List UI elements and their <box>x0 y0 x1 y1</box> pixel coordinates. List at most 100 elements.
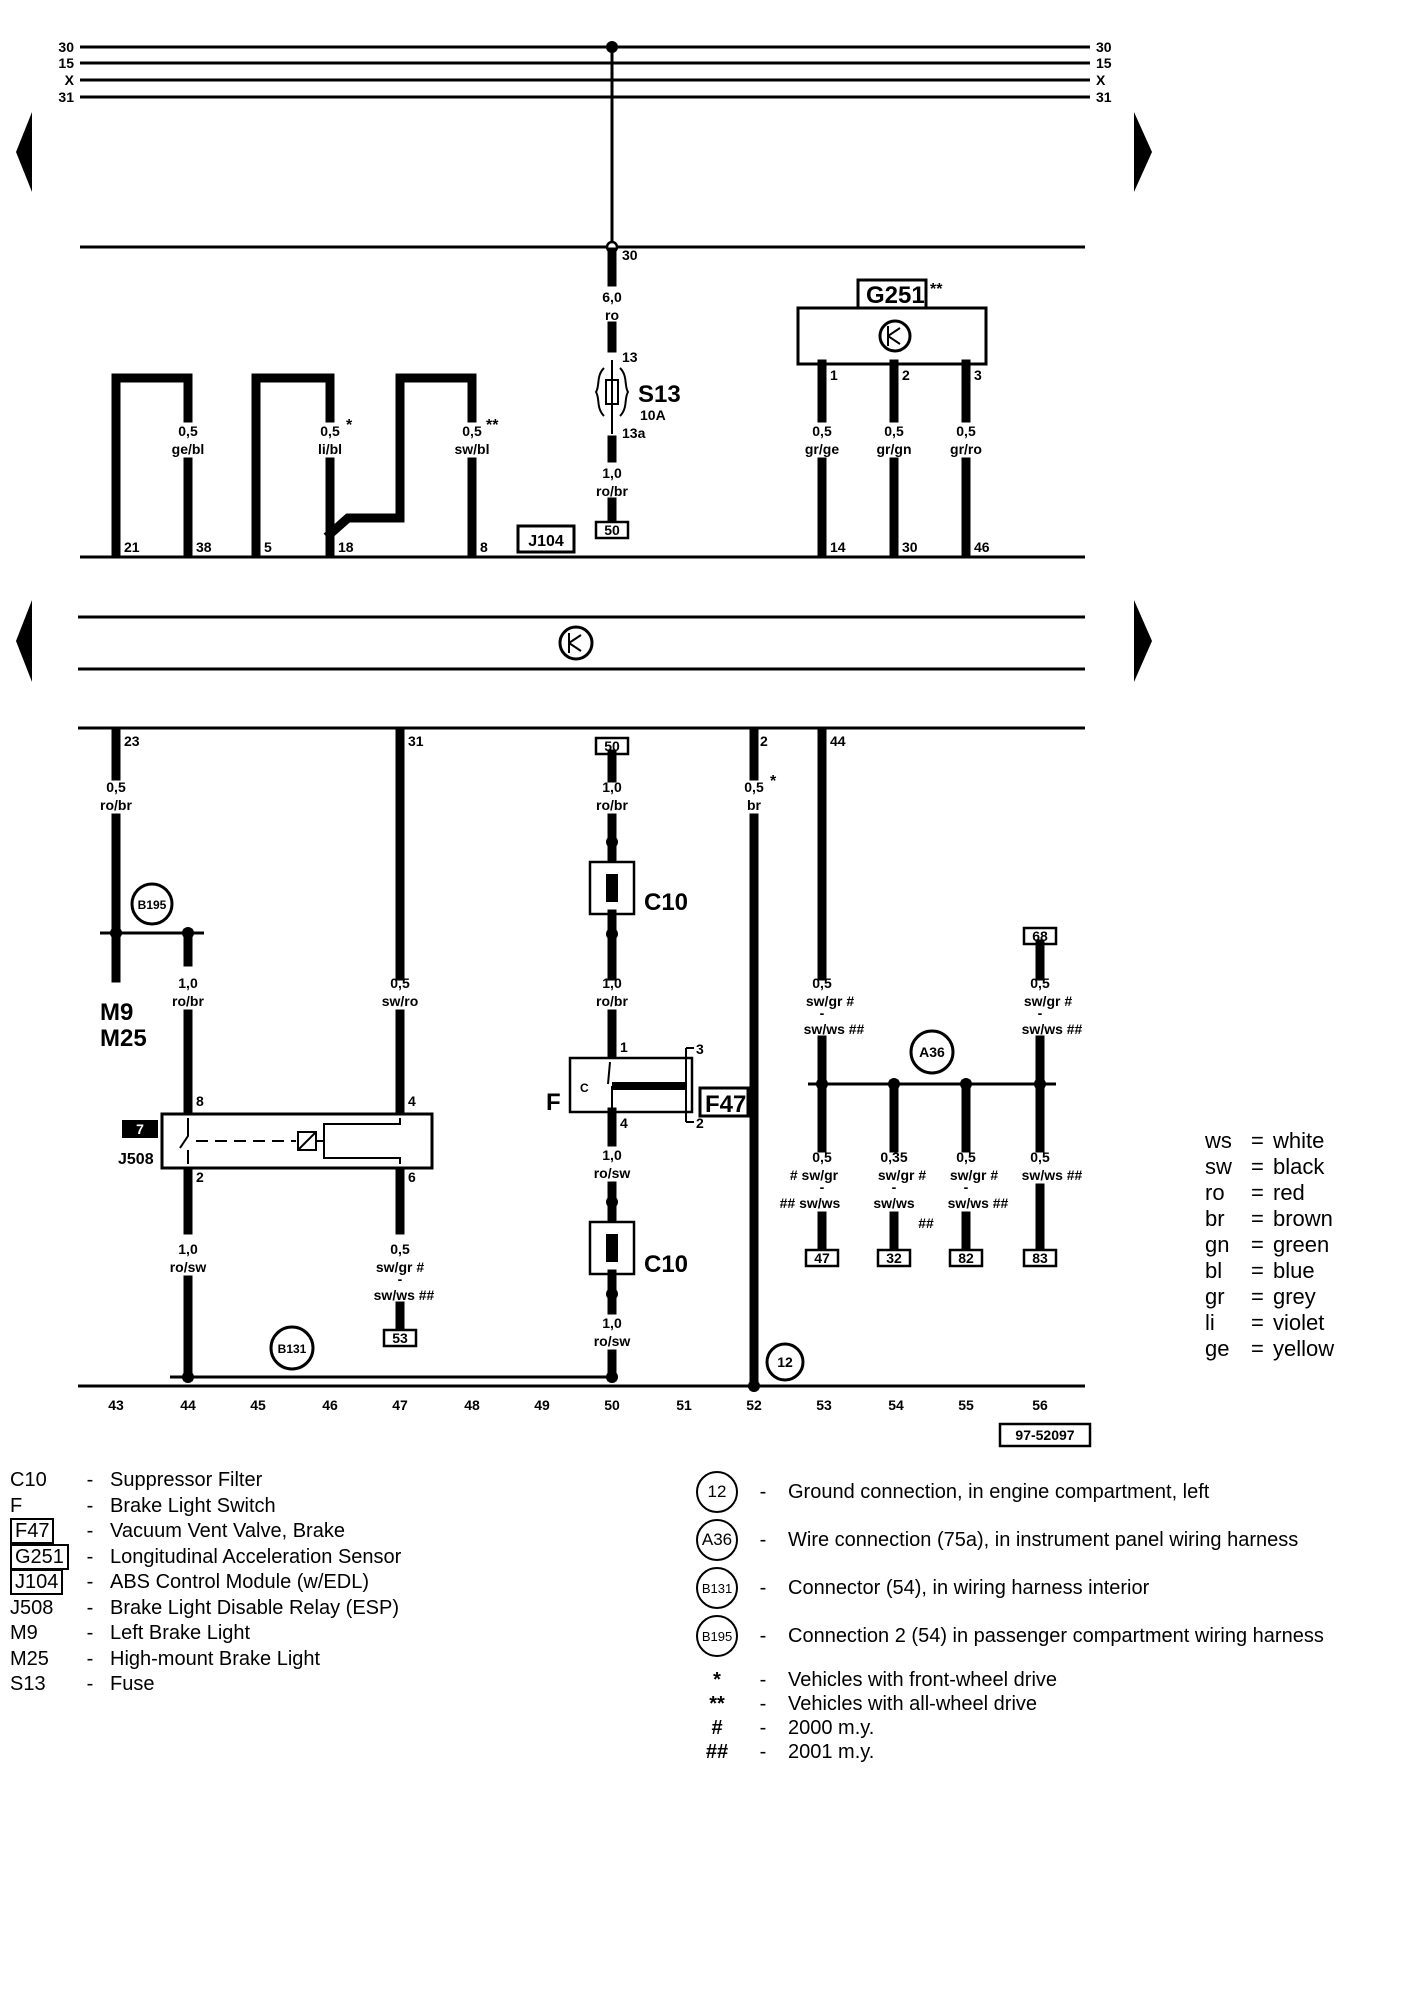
wire-size: 1,0 <box>602 779 622 795</box>
relay-wire <box>316 1140 401 1164</box>
color-row: br=brown <box>1205 1206 1334 1232</box>
arrow-left-icon <box>16 600 32 682</box>
wire-color: sw/ws ## <box>804 1021 865 1037</box>
color-row: bl=blue <box>1205 1258 1334 1284</box>
terminal-label: 82 <box>958 1250 974 1266</box>
terminal-82 <box>948 1248 984 1268</box>
legend-row: B195-Connection 2 (54) in passenger comp… <box>696 1612 1396 1660</box>
wire-color: ro/br <box>172 993 204 1009</box>
transistor-symbol <box>568 633 582 653</box>
pin-label: 13 <box>622 349 638 365</box>
wire-size: 0,5 <box>462 423 482 439</box>
legend-dash: - <box>759 1576 767 1599</box>
note-symbol: * <box>713 1668 721 1691</box>
ground-connection-12 <box>765 1342 805 1382</box>
legend-dash: - <box>86 1622 94 1645</box>
equals-sign: = <box>1251 1284 1264 1309</box>
j508-tag-label: 7 <box>136 1121 144 1137</box>
pin-label: 31 <box>408 733 424 749</box>
wire-color: ro/sw <box>594 1165 631 1181</box>
wire-color: ro/br <box>596 993 628 1009</box>
color-code: ro <box>1205 1180 1225 1205</box>
color-code: sw <box>1205 1154 1232 1179</box>
legend-row: M9-Left Brake Light <box>10 1621 650 1647</box>
legend-row: M25-High-mount Brake Light <box>10 1647 650 1673</box>
legend-desc: Suppressor Filter <box>110 1469 263 1492</box>
color-name: violet <box>1273 1310 1325 1335</box>
component-label-m25: M25 <box>100 1025 147 1052</box>
wire-color: ro/br <box>596 797 628 813</box>
color-code: br <box>1205 1206 1225 1231</box>
legend-dash: - <box>759 1528 767 1551</box>
wire-color: sw/gr # <box>806 993 854 1009</box>
wire-loop-21-38 <box>111 373 193 557</box>
component-label-s13: S13 <box>638 381 681 408</box>
wire-size: 0,5 <box>390 975 410 991</box>
color-row: sw=black <box>1205 1154 1334 1180</box>
wire-size: 0,5 <box>106 779 126 795</box>
color-name: brown <box>1273 1206 1333 1231</box>
pin-label: 30 <box>622 247 638 263</box>
legend-desc: Fuse <box>110 1673 155 1696</box>
component-label-j508: J508 <box>118 1151 154 1168</box>
bus-label-left-x: X <box>65 72 75 88</box>
legend-code: C10 <box>10 1469 47 1492</box>
note-symbol: ** <box>709 1692 725 1715</box>
color-code: gn <box>1205 1232 1230 1257</box>
pin-label: 46 <box>974 539 990 555</box>
legend-desc: Connector (54), in wiring harness interi… <box>788 1576 1150 1599</box>
position-number: 47 <box>392 1397 408 1413</box>
wire-color: sw/gr # <box>878 1167 926 1183</box>
legend-desc: High-mount Brake Light <box>110 1647 321 1670</box>
legend-desc: Longitudinal Acceleration Sensor <box>110 1545 402 1568</box>
legend-row: J508-Brake Light Disable Relay (ESP) <box>10 1596 650 1622</box>
legend-row: #-2000 m.y. <box>696 1716 1396 1740</box>
wire-color: ## sw/ws <box>780 1195 841 1211</box>
j508-tag <box>122 1120 158 1138</box>
pin-label: 44 <box>830 733 846 749</box>
pin-label: 3 <box>974 367 982 383</box>
pin-label: 1 <box>830 367 838 383</box>
wire-size: 0,5 <box>812 1149 832 1165</box>
bus-label-right-15: 15 <box>1096 55 1112 71</box>
legend-dash: - <box>759 1480 767 1503</box>
position-number: 49 <box>534 1397 550 1413</box>
legend-row: J104-ABS Control Module (w/EDL) <box>10 1569 650 1596</box>
component-note: ** <box>930 281 943 298</box>
fuse-bracket <box>619 367 630 417</box>
equals-sign: = <box>1251 1128 1264 1153</box>
wire-size: 0,5 <box>956 1149 976 1165</box>
legend-row: F-Brake Light Switch <box>10 1494 650 1520</box>
component-label-m9: M9 <box>100 999 133 1026</box>
legend-code: J104 <box>10 1569 70 1596</box>
component-label-f: F <box>546 1089 561 1116</box>
relay-contact <box>179 1118 189 1164</box>
arrow-right-icon <box>1134 112 1152 192</box>
wire-dash: - <box>892 1179 897 1195</box>
legend-code: M25 <box>10 1647 49 1670</box>
equals-sign: = <box>1251 1258 1264 1283</box>
bus-lines: 30 15 X 31 30 15 X 31 <box>58 39 1111 105</box>
pin-label: 3 <box>696 1041 704 1057</box>
pin-label: 8 <box>480 539 488 555</box>
wire-size: 0,5 <box>1030 975 1050 991</box>
switch-plunger <box>612 1082 686 1090</box>
position-number: 52 <box>746 1397 762 1413</box>
wire-color: ro/sw <box>170 1259 207 1275</box>
wire-color: ro/br <box>100 797 132 813</box>
legend-desc: ABS Control Module (w/EDL) <box>110 1571 369 1594</box>
pin-label: 6 <box>408 1169 416 1185</box>
pin-label: 13a <box>622 425 646 441</box>
color-name: white <box>1273 1128 1325 1153</box>
wire-size: 1,0 <box>602 1315 622 1331</box>
junction-dot <box>606 836 618 848</box>
wire-color: gr/gn <box>877 441 912 457</box>
arrow-right-icon <box>1134 600 1152 682</box>
wire-color: sw/gr # <box>1024 993 1072 1009</box>
position-number: 44 <box>180 1397 196 1413</box>
legend-code: J508 <box>10 1596 54 1619</box>
position-number: 55 <box>958 1397 974 1413</box>
bus-label-right-31: 31 <box>1096 89 1112 105</box>
position-number: 48 <box>464 1397 480 1413</box>
component-label-g251: G251 <box>866 282 925 309</box>
